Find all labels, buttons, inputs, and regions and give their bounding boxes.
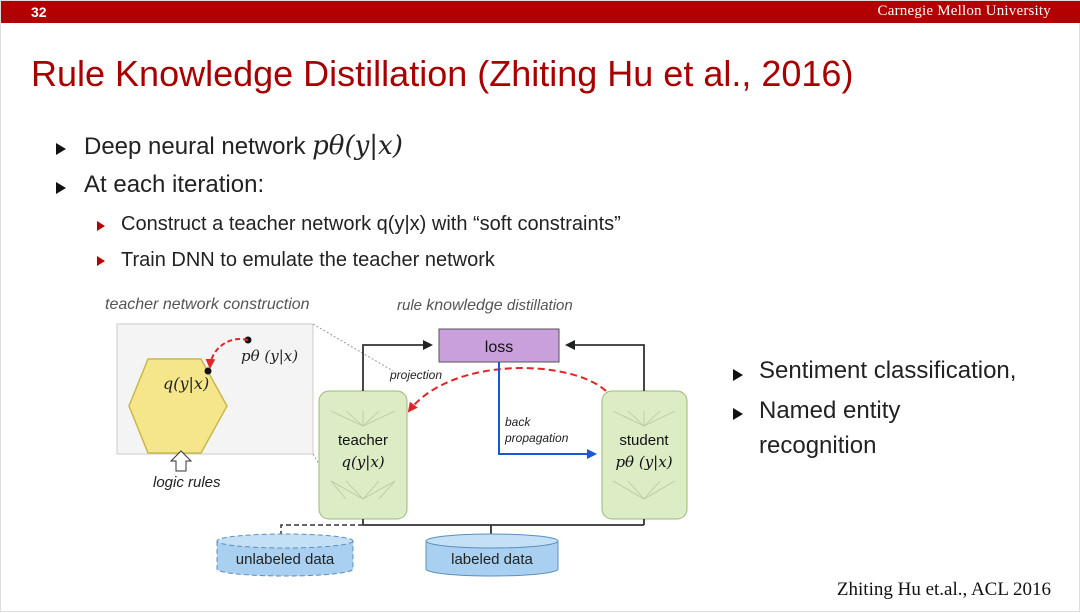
teacher-formula: q(y|x) bbox=[341, 453, 384, 471]
slide-number: 32 bbox=[31, 4, 47, 20]
student-formula: pθ (y|x) bbox=[615, 453, 672, 471]
teacher-construction-label: teacher network construction bbox=[105, 296, 310, 313]
logic-rules-arrow bbox=[169, 450, 193, 472]
projection-arrow bbox=[407, 367, 607, 413]
bullet-deep-network: Deep neural network pθ(y|x) bbox=[84, 131, 403, 161]
bullet-ner-line2: recognition bbox=[759, 432, 877, 459]
projection-label: projection bbox=[389, 368, 442, 382]
sub-bullet-teacher: Construct a teacher network q(y|x) with … bbox=[121, 213, 621, 235]
teacher-to-loss-arrow bbox=[362, 340, 433, 391]
guide-line bbox=[312, 323, 394, 372]
bullet-text: Deep neural network bbox=[84, 133, 306, 160]
bullet-icon bbox=[56, 182, 66, 194]
labeled-data-label: labeled data bbox=[451, 551, 533, 568]
bullet-icon bbox=[733, 408, 743, 420]
teacher-label: teacher bbox=[338, 432, 388, 449]
student-nodes bbox=[612, 410, 676, 500]
header-bar: 32 Carnegie Mellon University bbox=[1, 1, 1080, 23]
backprop-arrow bbox=[498, 362, 597, 459]
sub-bullet-icon bbox=[97, 221, 105, 231]
bullet-ner-line1: Named entity bbox=[759, 397, 901, 424]
bullet-icon bbox=[733, 369, 743, 381]
p-label: pθ (y|x) bbox=[241, 347, 298, 365]
teacher-nodes bbox=[330, 410, 396, 500]
unlabeled-data-label: unlabeled data bbox=[236, 551, 335, 568]
unlabeled-data-cylinder bbox=[216, 533, 354, 577]
hexagon-label: q(y|x) bbox=[163, 374, 209, 393]
q-dot bbox=[204, 367, 212, 375]
university-name: Carnegie Mellon University bbox=[877, 3, 1051, 19]
teacher-hexagon bbox=[128, 358, 228, 454]
bullet-sentiment: Sentiment classification, bbox=[759, 357, 1017, 384]
sub-bullet-train: Train DNN to emulate the teacher network bbox=[121, 249, 495, 271]
sub-bullet-icon bbox=[97, 256, 105, 266]
citation: Zhiting Hu et.al., ACL 2016 bbox=[836, 579, 1051, 600]
loss-label: loss bbox=[485, 339, 513, 356]
slide-title: Rule Knowledge Distillation (Zhiting Hu … bbox=[31, 53, 854, 94]
bullet-formula: pθ(y|x) bbox=[312, 131, 403, 161]
labeled-data-cylinder bbox=[425, 533, 559, 577]
backprop-label-1: back bbox=[505, 415, 531, 429]
distillation-label: rule knowledge distillation bbox=[397, 297, 573, 314]
student-to-loss-arrow bbox=[565, 340, 645, 391]
projection-arrow-small bbox=[205, 337, 249, 369]
bullet-icon bbox=[56, 143, 66, 155]
logic-rules-label: logic rules bbox=[153, 474, 221, 491]
student-label: student bbox=[619, 432, 669, 449]
backprop-label-2: propagation bbox=[504, 431, 569, 445]
bullet-iteration: At each iteration: bbox=[84, 171, 265, 198]
